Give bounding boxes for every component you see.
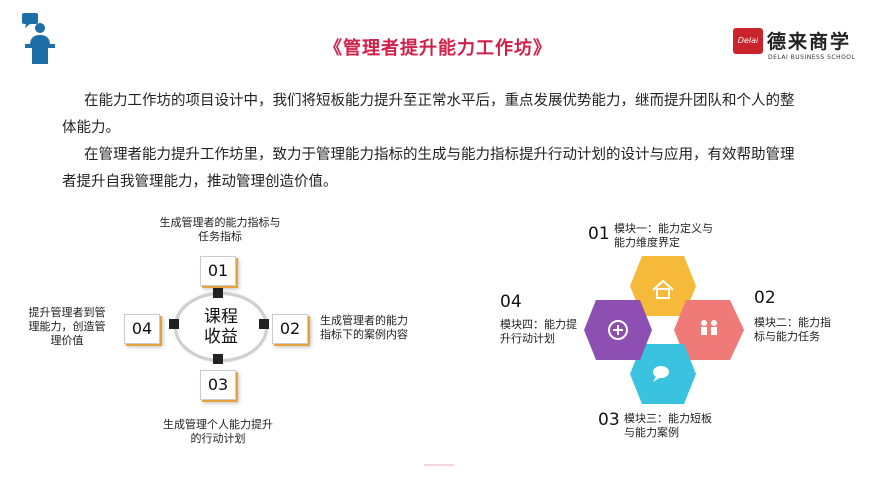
node-04-box: 04 [124,314,160,344]
bottom-divider [424,464,454,466]
center-ellipse: 课程 收益 [174,292,268,362]
center-label-line-2: 收益 [204,327,238,347]
intro-paragraph-1: 在能力工作坊的项目设计中，我们将短板能力提升至正常水平后，重点发展优势能力，继而… [62,88,832,142]
connector-bottom [213,354,223,364]
module-01-label: 模块一：能力定义与 能力维度界定 [614,222,713,249]
plus-icon [608,320,628,340]
paragraph-1-line-2: 体能力。 [62,120,120,136]
module-02-number: 02 [754,288,776,308]
module-02-hexagon [674,300,744,360]
brand-logo: Delai 德来商学 DELAI BUSINESS SCHOOL [733,24,863,64]
node-03-box: 03 [200,370,236,400]
module-01-hexagon [630,256,696,316]
page-title: 《管理者提升能力工作坊》 [324,38,552,59]
module-04-number: 04 [500,292,522,312]
module-hexagons [584,256,744,404]
node-04-label: 提升管理者到管 理能力，创造管 理价值 [28,306,106,347]
house-icon [652,279,674,299]
node-01-label: 生成管理者的能力指标与 任务指标 [159,216,281,243]
connector-top [213,288,223,298]
module-diagram: 01 模块一：能力定义与 能力维度界定 02 模块二：能力指 标与能力任务 03… [490,214,870,464]
node-03-label: 生成管理个人能力提升 的行动计划 [163,418,273,445]
center-label-line-1: 课程 [204,307,238,327]
speaker-podium-icon [22,13,55,64]
paragraph-2-line-1: 在管理者能力提升工作坊里，致力于管理能力指标的生成与能力指标提升行动计划的设计与… [84,147,795,163]
chat-icon [653,366,669,382]
course-benefits-diagram: 课程 收益 01 生成管理者的能力指标与 任务指标 02 生成管理者的能力 指标… [0,200,440,460]
node-02-label: 生成管理者的能力 指标下的案例内容 [320,314,408,341]
logo-subtitle: DELAI BUSINESS SCHOOL [768,54,856,61]
module-03-label: 模块三：能力短板 与能力案例 [624,412,712,439]
module-01-number: 01 [588,224,610,244]
paragraph-2-line-2: 者提升自我管理能力，推动管理创造价值。 [62,174,338,190]
connector-left [169,319,179,329]
module-04-label: 模块四：能力提 升行动计划 [500,318,577,345]
node-02-box: 02 [272,314,308,344]
intro-paragraph-2: 在管理者能力提升工作坊里，致力于管理能力指标的生成与能力指标提升行动计划的设计与… [62,142,832,196]
people-icon [701,320,717,335]
module-02-label: 模块二：能力指 标与能力任务 [754,316,831,343]
logo-name: 德来商学 [767,31,852,53]
logo-badge: Delai [733,28,763,54]
module-03-number: 03 [598,410,620,430]
node-01-box: 01 [200,256,236,286]
paragraph-1-line-1: 在能力工作坊的项目设计中，我们将短板能力提升至正常水平后，重点发展优势能力，继而… [84,93,795,109]
connector-right [259,319,269,329]
